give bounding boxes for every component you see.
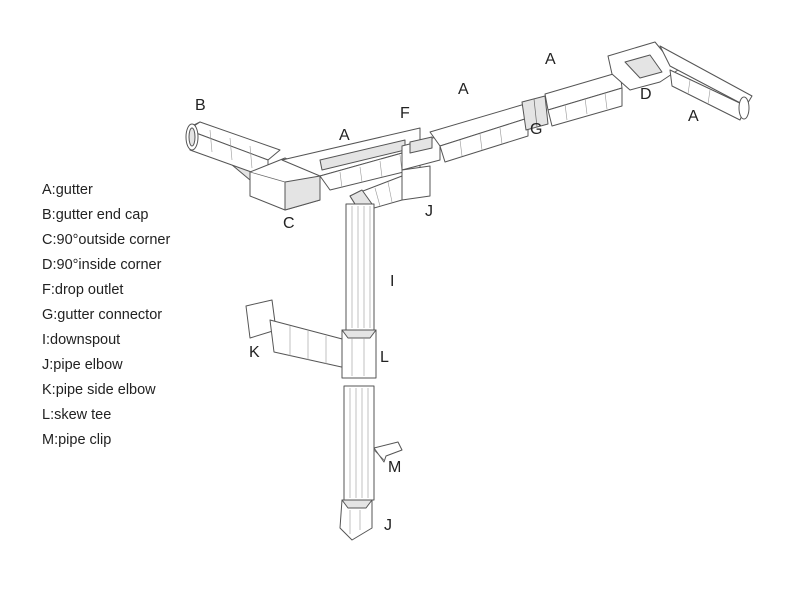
callout-a-3: A <box>545 51 556 68</box>
outside-corner-fitting <box>249 157 321 211</box>
callout-d: D <box>640 86 652 103</box>
callout-l: L <box>380 349 389 366</box>
gutter-segment-a2 <box>429 103 529 163</box>
pipe-side-elbow <box>245 299 347 369</box>
legend-item-pipe-clip: M:pipe clip <box>42 432 112 448</box>
drop-outlet <box>401 135 441 171</box>
callout-g: G <box>530 121 542 138</box>
legend-item-pipe-elbow: J:pipe elbow <box>42 357 123 373</box>
callout-a-2: A <box>458 81 469 98</box>
parts-legend: A:gutter B:gutter end cap C:90°outside c… <box>42 178 232 453</box>
callout-k: K <box>249 344 260 361</box>
legend-item-pipe-side-elbow: K:pipe side elbow <box>42 382 156 398</box>
legend-item-gutter: A:gutter <box>42 182 93 198</box>
inside-corner-fitting <box>607 41 679 91</box>
pipe-clip <box>373 441 403 463</box>
legend-item-inside-corner: D:90°inside corner <box>42 257 162 273</box>
callout-j-top: J <box>425 203 433 220</box>
callout-i: I <box>390 273 394 290</box>
gutter-segment-a3 <box>544 71 623 127</box>
gutter-connector <box>521 95 549 131</box>
legend-item-gutter-end-cap: B:gutter end cap <box>42 207 149 223</box>
pipe-elbow-upper <box>349 165 431 213</box>
callout-j-bottom: J <box>384 517 392 534</box>
downspout-upper <box>345 203 375 331</box>
callout-a-1: A <box>339 127 350 144</box>
callout-f: F <box>400 105 410 122</box>
legend-item-drop-outlet: F:drop outlet <box>42 282 124 298</box>
pipe-elbow-lower <box>339 499 373 541</box>
callout-c: C <box>283 215 295 232</box>
gutter-left-leg <box>187 121 281 181</box>
legend-item-skew-tee: L:skew tee <box>42 407 112 423</box>
legend-item-downspout: I:downspout <box>42 332 121 348</box>
gutter-end-cap <box>185 123 199 151</box>
callout-a-4: A <box>688 108 699 125</box>
callout-b: B <box>195 97 206 114</box>
skew-tee <box>341 329 377 379</box>
legend-item-gutter-connector: G:gutter connector <box>42 307 163 323</box>
gutter-segment-a4 <box>659 45 753 121</box>
downspout-lower <box>343 385 375 501</box>
legend-item-outside-corner: C:90°outside corner <box>42 232 171 248</box>
callout-m: M <box>388 459 401 476</box>
